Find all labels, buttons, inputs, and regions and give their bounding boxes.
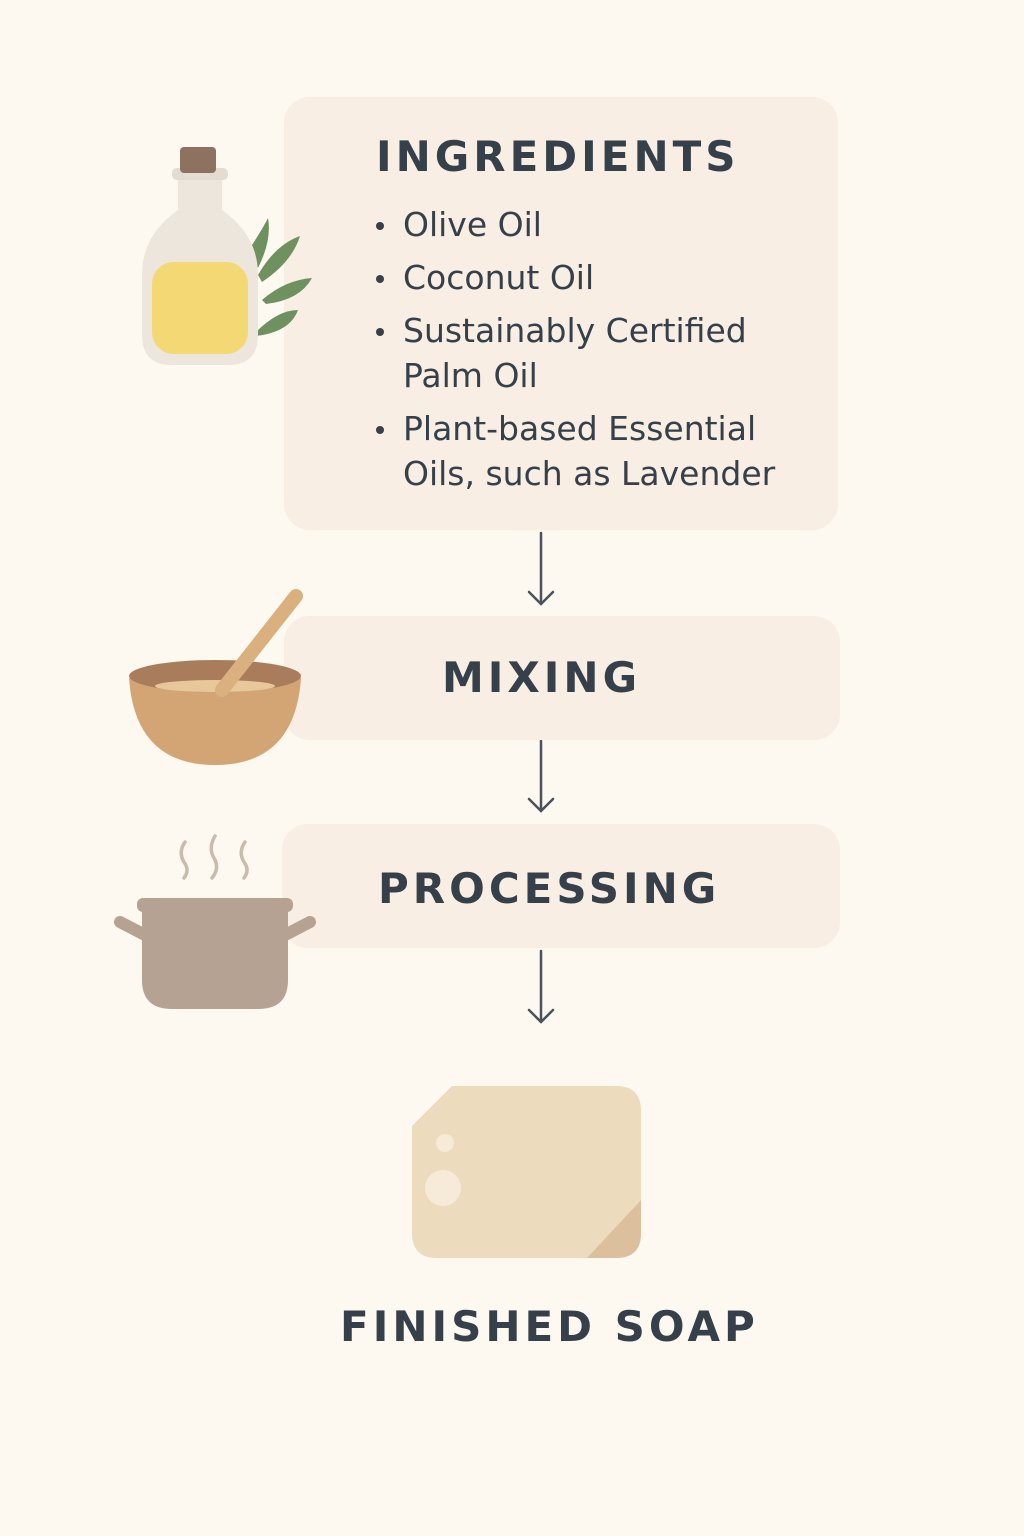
mixing-card <box>284 616 840 740</box>
ingredient-item: Olive Oil <box>376 202 783 247</box>
mixing-title: MIXING <box>442 653 642 702</box>
ingredient-item: Coconut Oil <box>376 255 783 300</box>
processing-title: PROCESSING <box>378 864 721 913</box>
ingredient-item: Sustainably Certified Palm Oil <box>376 308 783 398</box>
ingredient-item: Plant-based Essential Oils, such as Lave… <box>376 406 783 496</box>
ingredients-card <box>284 97 838 530</box>
ingredients-title: INGREDIENTS <box>376 132 740 181</box>
ingredients-list: Olive Oil Coconut Oil Sustainably Certif… <box>376 202 783 504</box>
processing-card <box>282 824 840 948</box>
finished-soap-title: FINISHED SOAP <box>340 1302 759 1351</box>
